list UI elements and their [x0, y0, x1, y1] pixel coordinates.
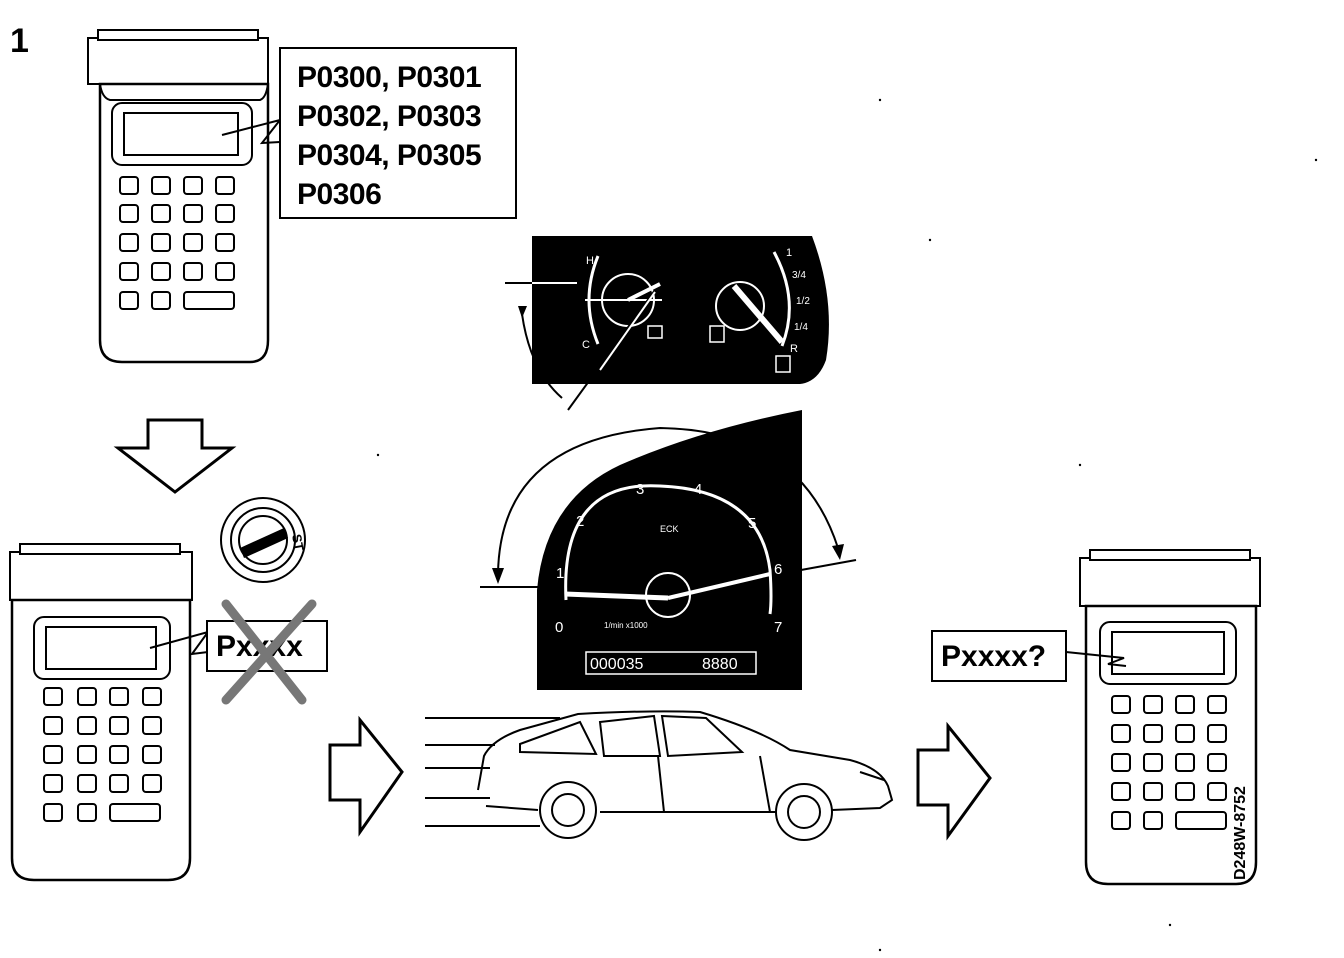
svg-text:000035: 000035 [590, 656, 643, 673]
reference-code: D248W-8752 [1232, 786, 1249, 880]
fault-code-line-3: P0304, P0305 [297, 139, 482, 172]
fault-code-box: P0300, P0301 P0302, P0303 P0304, P0305 P… [279, 47, 517, 219]
crossed-code-box: Pxxxx [206, 620, 328, 672]
svg-text:3/4: 3/4 [792, 270, 806, 281]
right-arrow-2 [916, 721, 992, 841]
temp-fuel-gauge: H C 1 3/4 1/2 1/4 R [505, 236, 829, 411]
query-code-box: Pxxxx? [931, 630, 1067, 682]
ignition-switch: ST [220, 497, 307, 583]
svg-text:7: 7 [774, 619, 782, 636]
svg-text:1: 1 [786, 247, 792, 259]
svg-text:1/2: 1/2 [796, 296, 810, 307]
svg-text:H: H [586, 255, 594, 267]
tachometer: 0 1 2 3 4 5 6 7 ECK 1/min x1000 000035 8… [480, 410, 857, 690]
query-code-text: Pxxxx? [941, 640, 1047, 673]
fault-code-line-2: P0302, P0303 [297, 100, 482, 133]
down-arrow [113, 418, 237, 494]
svg-text:2: 2 [576, 513, 584, 530]
svg-text:3: 3 [636, 481, 644, 498]
svg-text:1: 1 [556, 565, 564, 582]
fault-code-line-4: P0306 [297, 178, 382, 211]
scan-tool-bottom-left [9, 543, 211, 882]
svg-text:5: 5 [748, 515, 756, 532]
svg-text:0: 0 [555, 619, 563, 636]
car [425, 710, 894, 841]
svg-text:8880: 8880 [702, 656, 738, 673]
svg-text:6: 6 [774, 561, 782, 578]
svg-text:1/min x1000: 1/min x1000 [604, 621, 648, 630]
crossed-code-text: Pxxxx [216, 630, 303, 663]
fault-code-line-1: P0300, P0301 [297, 61, 482, 94]
scan-tool-top [87, 29, 283, 364]
svg-text:ECK: ECK [660, 524, 679, 534]
right-arrow-1 [328, 715, 404, 837]
figure-number: 1 [10, 22, 29, 60]
svg-text:ST: ST [289, 533, 307, 552]
svg-text:C: C [582, 339, 590, 351]
svg-text:R: R [790, 343, 798, 355]
svg-text:1/4: 1/4 [794, 322, 808, 333]
svg-text:4: 4 [694, 481, 702, 498]
scan-tool-right [1065, 549, 1261, 886]
